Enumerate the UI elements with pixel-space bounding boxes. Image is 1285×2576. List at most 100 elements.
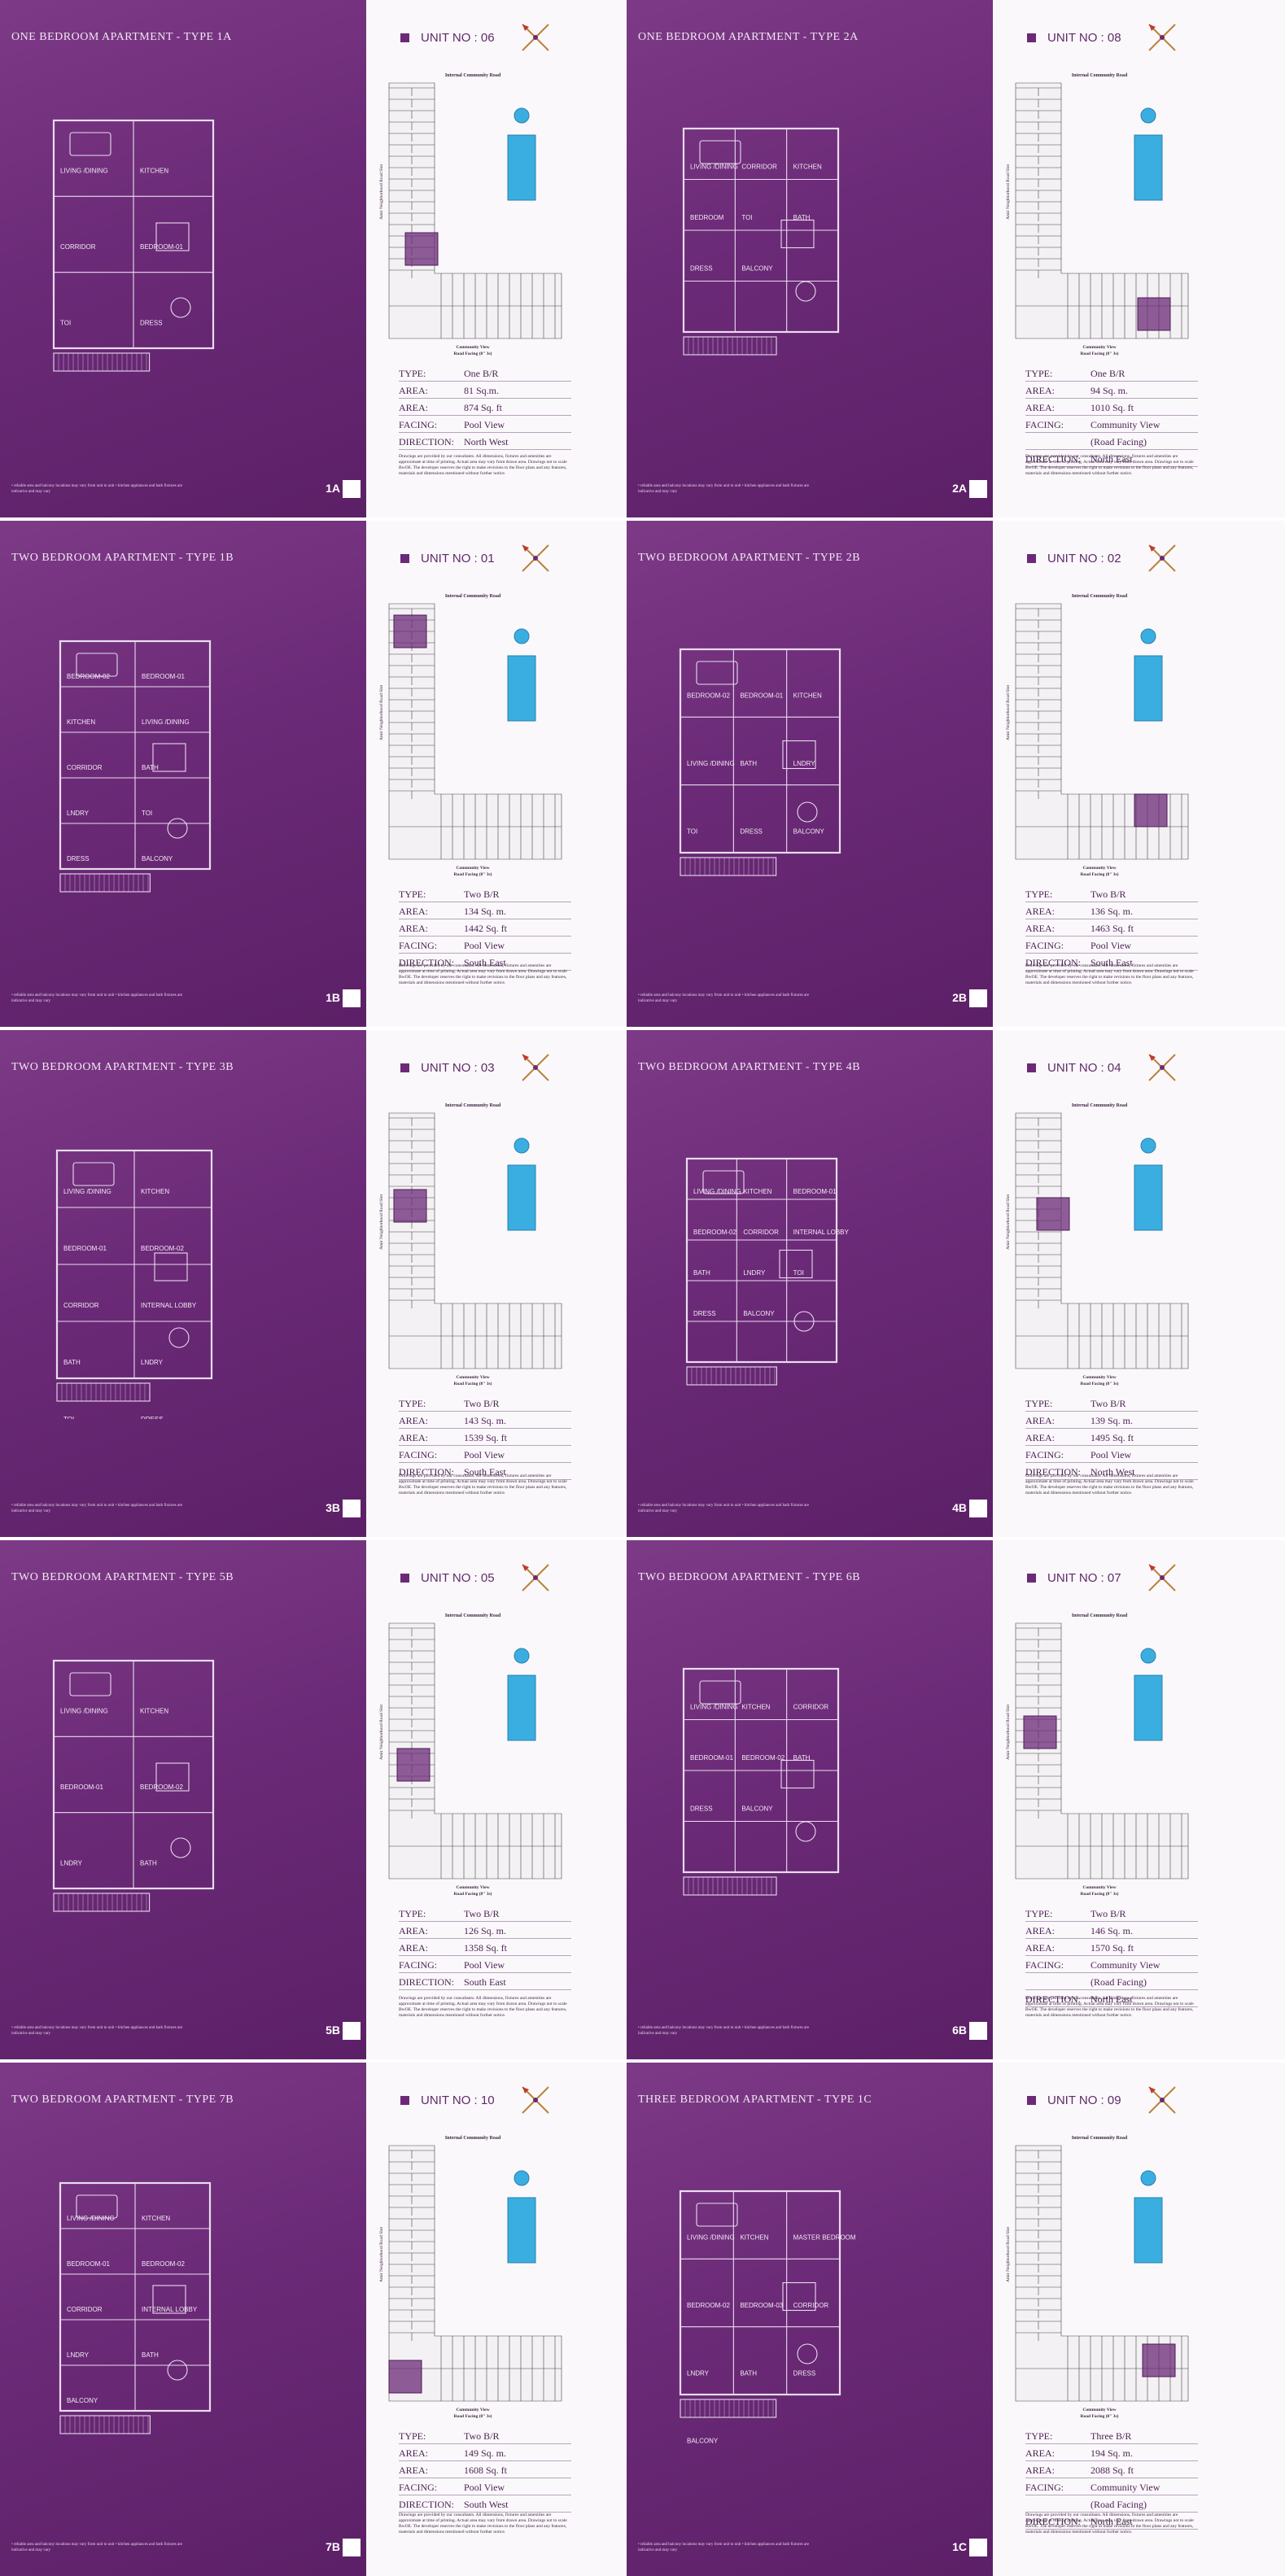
spec-area-sqft-value: 1358 Sq. ft	[464, 1942, 508, 1954]
plan-title: TWO BEDROOM APARTMENT - TYPE 1B	[11, 552, 234, 564]
site-side-label: Amir Neighborhood Road Slot	[379, 685, 384, 740]
room-label: LNDRY	[793, 760, 816, 767]
highlighted-unit	[1036, 1197, 1070, 1231]
spec-area-sqft: AREA:1608 Sq. ft	[399, 2461, 571, 2478]
highlighted-unit	[396, 1748, 431, 1782]
spec-facing-cont-value: (Road Facing)	[1091, 1976, 1147, 1988]
compass-icon	[1148, 2086, 1176, 2114]
room-label: BEDROOM-03	[740, 2302, 783, 2309]
spec-area-sqft: AREA:1358 Sq. ft	[399, 1939, 571, 1956]
room-label: DRESS	[140, 319, 163, 326]
unit-number-text: UNIT NO : 04	[1047, 1061, 1121, 1075]
highlighted-unit	[393, 614, 427, 648]
unit-type-code: 7B	[326, 2540, 340, 2553]
spec-facing-label: FACING:	[399, 1449, 438, 1460]
site-side-label: Amir Neighborhood Road Slot	[1006, 164, 1011, 220]
code-box	[969, 989, 987, 1007]
unit-type-code: 3B	[326, 1501, 340, 1514]
plan-notes: • reliable area and balcony locations ma…	[638, 993, 810, 1003]
spec-direction: DIRECTION:North East	[1025, 1990, 1198, 2007]
spec-area-sqft-value: 1495 Sq. ft	[1091, 1432, 1134, 1443]
unit-number-text: UNIT NO : 07	[1047, 1571, 1121, 1585]
room-label: BEDROOM-01	[740, 692, 783, 700]
room-label: DRESS	[690, 1805, 713, 1812]
room-label: LIVING /DINING	[60, 1708, 108, 1715]
room-label: TOI	[63, 1416, 74, 1419]
spec-area-sqft-label: AREA:	[1025, 1942, 1055, 1954]
room-label: BEDROOM-01	[142, 673, 185, 680]
room-label: BEDROOM-01	[690, 1754, 733, 1762]
spec-type: TYPE:Two B/R	[1025, 1395, 1198, 1412]
highlighted-unit	[1023, 1715, 1057, 1749]
site-road-label: Internal Community Road	[1072, 594, 1128, 599]
spec-area-sqm-label: AREA:	[399, 385, 428, 396]
unit-marker-icon	[1027, 33, 1036, 42]
spec-direction-label: DIRECTION:	[1025, 957, 1081, 968]
unit-number-text: UNIT NO : 10	[421, 2094, 495, 2107]
room-label: LIVING /DINING	[142, 718, 190, 726]
spec-area-sqft-value: 1608 Sq. ft	[464, 2465, 508, 2476]
spec-direction-value: North East	[1091, 1993, 1133, 2005]
spec-direction-value: South East	[1091, 957, 1133, 968]
site-bottom-label: Community View	[1082, 1885, 1116, 1890]
spec-area-sqft-label: AREA:	[1025, 2465, 1055, 2476]
spec-facing-label: FACING:	[1025, 419, 1064, 430]
spec-direction-label: DIRECTION:	[1025, 453, 1081, 465]
spec-type-label: TYPE:	[1025, 368, 1053, 379]
room-label: TOI	[60, 319, 71, 326]
spec-area-sqm-value: 149 Sq. m.	[464, 2447, 507, 2459]
spec-type-value: Two B/R	[1091, 1908, 1126, 1919]
highlighted-unit	[1134, 793, 1168, 827]
site-road-label: Internal Community Road	[445, 1103, 501, 1108]
spec-area-sqm-value: 81 Sq.m.	[464, 385, 500, 396]
spec-facing-value: Community View	[1091, 1959, 1160, 1971]
highlighted-unit	[1137, 297, 1171, 331]
room-label: BATH	[140, 1859, 157, 1867]
room-label: BEDROOM	[690, 214, 724, 221]
spec-area-sqm: AREA:126 Sq. m.	[399, 1922, 571, 1939]
room-label: KITCHEN	[741, 1703, 770, 1710]
unit-number-text: UNIT NO : 08	[1047, 31, 1121, 45]
unit-number: UNIT NO : 05	[400, 1571, 495, 1585]
spec-area-sqm-label: AREA:	[399, 1415, 428, 1426]
spec-type: TYPE:One B/R	[399, 365, 571, 382]
spec-type-label: TYPE:	[1025, 1398, 1053, 1409]
room-label: CORRIDOR	[743, 1229, 779, 1236]
code-box	[343, 480, 361, 498]
spec-facing-label: FACING:	[399, 2482, 438, 2493]
spec-area-sqft-label: AREA:	[1025, 1432, 1055, 1443]
unit-marker-icon	[400, 1063, 409, 1072]
highlighted-unit	[393, 1189, 427, 1223]
spec-type-label: TYPE:	[399, 1398, 426, 1409]
compass-icon	[522, 1564, 549, 1591]
spec-type: TYPE:Two B/R	[399, 885, 571, 902]
disclaimer: Drawings are provided by our consultants…	[1025, 1996, 1194, 2018]
site-bottom-sublabel: Road Facing (8" 3s)	[1081, 1891, 1119, 1897]
spec-direction-label: DIRECTION:	[1025, 1466, 1081, 1478]
spec-area-sqm: AREA: 81 Sq.m.	[399, 382, 571, 399]
unit-marker-icon	[1027, 2096, 1036, 2105]
site-side-label: Amir Neighborhood Road Slot	[1006, 685, 1011, 740]
room-label: BEDROOM-02	[67, 673, 110, 680]
spec-type-value: Two B/R	[1091, 889, 1126, 900]
spec-type: TYPE:Two B/R	[1025, 1905, 1198, 1922]
site-bottom-label: Community View	[1082, 345, 1116, 350]
